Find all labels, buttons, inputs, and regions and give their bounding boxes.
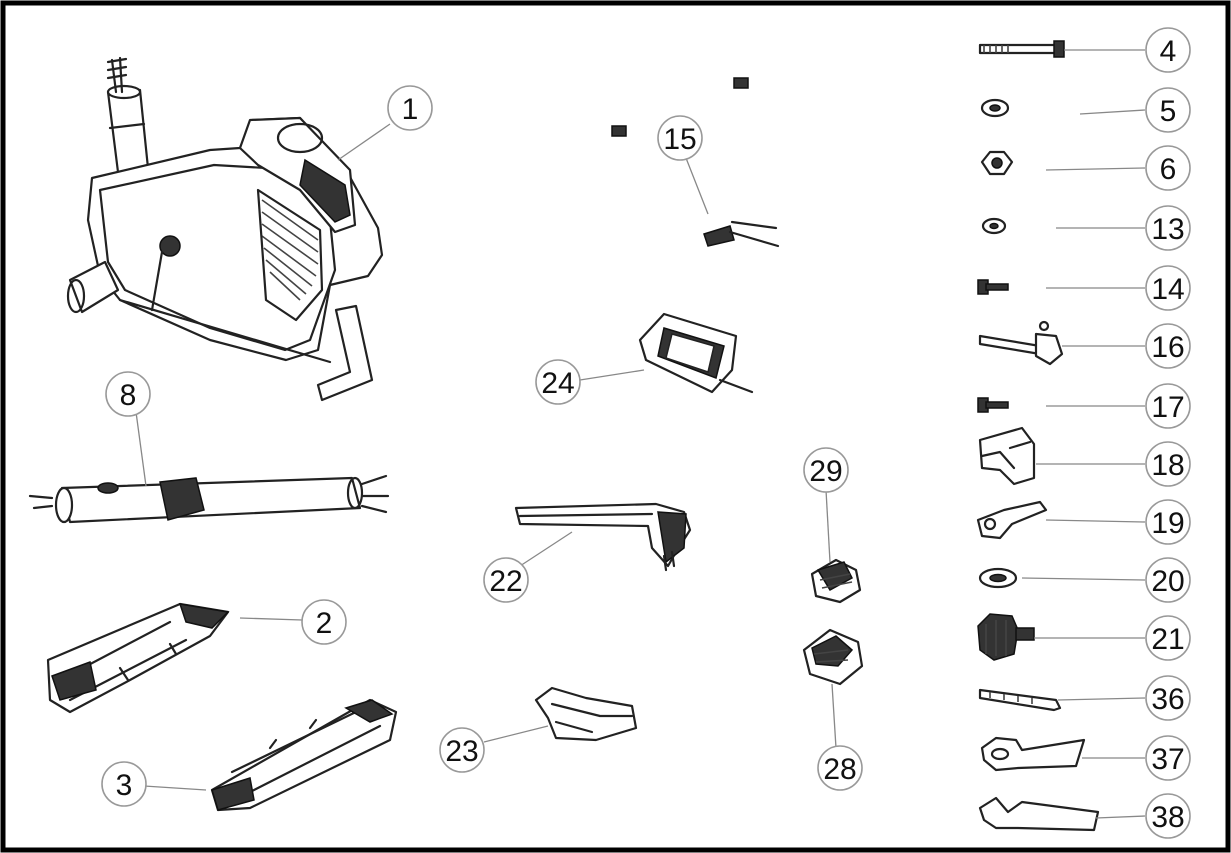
callout-24: 24: [535, 359, 581, 405]
part-28-pedal-cap: [802, 628, 864, 686]
part-2-cover: [46, 602, 230, 714]
svg-text:13: 13: [1151, 213, 1184, 246]
callout-22: 22: [483, 557, 529, 603]
part-24-console: [638, 312, 754, 394]
svg-text:29: 29: [809, 455, 842, 488]
callout-6: 6: [1145, 145, 1191, 191]
part-19-wrench: [976, 500, 1048, 540]
svg-text:5: 5: [1160, 95, 1177, 128]
svg-text:4: 4: [1160, 35, 1177, 68]
callout-13: 13: [1145, 205, 1191, 251]
callout-16: 16: [1145, 323, 1191, 369]
part-17-screw: [977, 397, 1009, 413]
callout-21: 21: [1145, 615, 1191, 661]
part-3-cover: [210, 698, 398, 812]
callout-3: 3: [101, 761, 147, 807]
part-15-handlebar: [610, 77, 784, 263]
svg-text:21: 21: [1151, 623, 1184, 656]
part-13-washer: [981, 217, 1007, 235]
part-14-screw: [977, 279, 1009, 295]
svg-text:28: 28: [823, 753, 856, 786]
callout-29: 29: [803, 447, 849, 493]
part-37-spanner: [980, 736, 1086, 772]
part-23-seat-cover: [534, 686, 638, 742]
callout-2: 2: [301, 599, 347, 645]
callout-28: 28: [817, 745, 863, 791]
part-38-spanner: [978, 796, 1100, 832]
callout-23: 23: [439, 727, 485, 773]
callout-18: 18: [1145, 441, 1191, 487]
svg-text:22: 22: [489, 565, 522, 598]
callout-14: 14: [1145, 265, 1191, 311]
part-21-knob: [977, 613, 1035, 661]
leader-lines: [135, 49, 1146, 819]
svg-text:17: 17: [1151, 391, 1184, 424]
part-16-knob-pin: [978, 320, 1064, 366]
callout-36: 36: [1145, 675, 1191, 721]
part-36-allen-key: [978, 688, 1062, 712]
svg-text:8: 8: [120, 379, 137, 412]
part-5-washer: [980, 98, 1010, 118]
svg-text:16: 16: [1151, 331, 1184, 364]
svg-text:20: 20: [1151, 565, 1184, 598]
svg-text:15: 15: [663, 123, 696, 156]
svg-text:36: 36: [1151, 683, 1184, 716]
part-29-pedal-cap: [810, 558, 862, 604]
svg-text:6: 6: [1160, 153, 1177, 186]
callout-20: 20: [1145, 557, 1191, 603]
svg-text:1: 1: [402, 93, 419, 126]
svg-text:19: 19: [1151, 507, 1184, 540]
part-18-end-cap: [978, 426, 1036, 486]
part-20-washer: [978, 567, 1018, 589]
callout-5: 5: [1145, 87, 1191, 133]
part-4-bolt: [978, 40, 1065, 58]
svg-text:24: 24: [541, 367, 574, 400]
part-22-seat-slider: [514, 502, 692, 572]
callout-4: 4: [1145, 27, 1191, 73]
svg-text:14: 14: [1151, 273, 1184, 306]
callout-38: 38: [1145, 793, 1191, 839]
callout-8: 8: [105, 371, 151, 417]
svg-text:3: 3: [116, 769, 133, 802]
callout-37: 37: [1145, 735, 1191, 781]
callout-15: 15: [657, 115, 703, 161]
svg-text:23: 23: [445, 735, 478, 768]
callout-19: 19: [1145, 499, 1191, 545]
part-1-main-frame: [66, 56, 384, 402]
part-8-stabilizer: [28, 474, 390, 524]
callout-17: 17: [1145, 383, 1191, 429]
part-6-nut: [980, 150, 1014, 176]
svg-text:18: 18: [1151, 449, 1184, 482]
svg-text:2: 2: [316, 607, 333, 640]
callouts: 1 2 3 4 5 6 8 13 14 15 16 17 18 19 20 21…: [101, 27, 1191, 839]
svg-text:38: 38: [1151, 801, 1184, 834]
callout-1: 1: [387, 85, 433, 131]
svg-text:37: 37: [1151, 743, 1184, 776]
